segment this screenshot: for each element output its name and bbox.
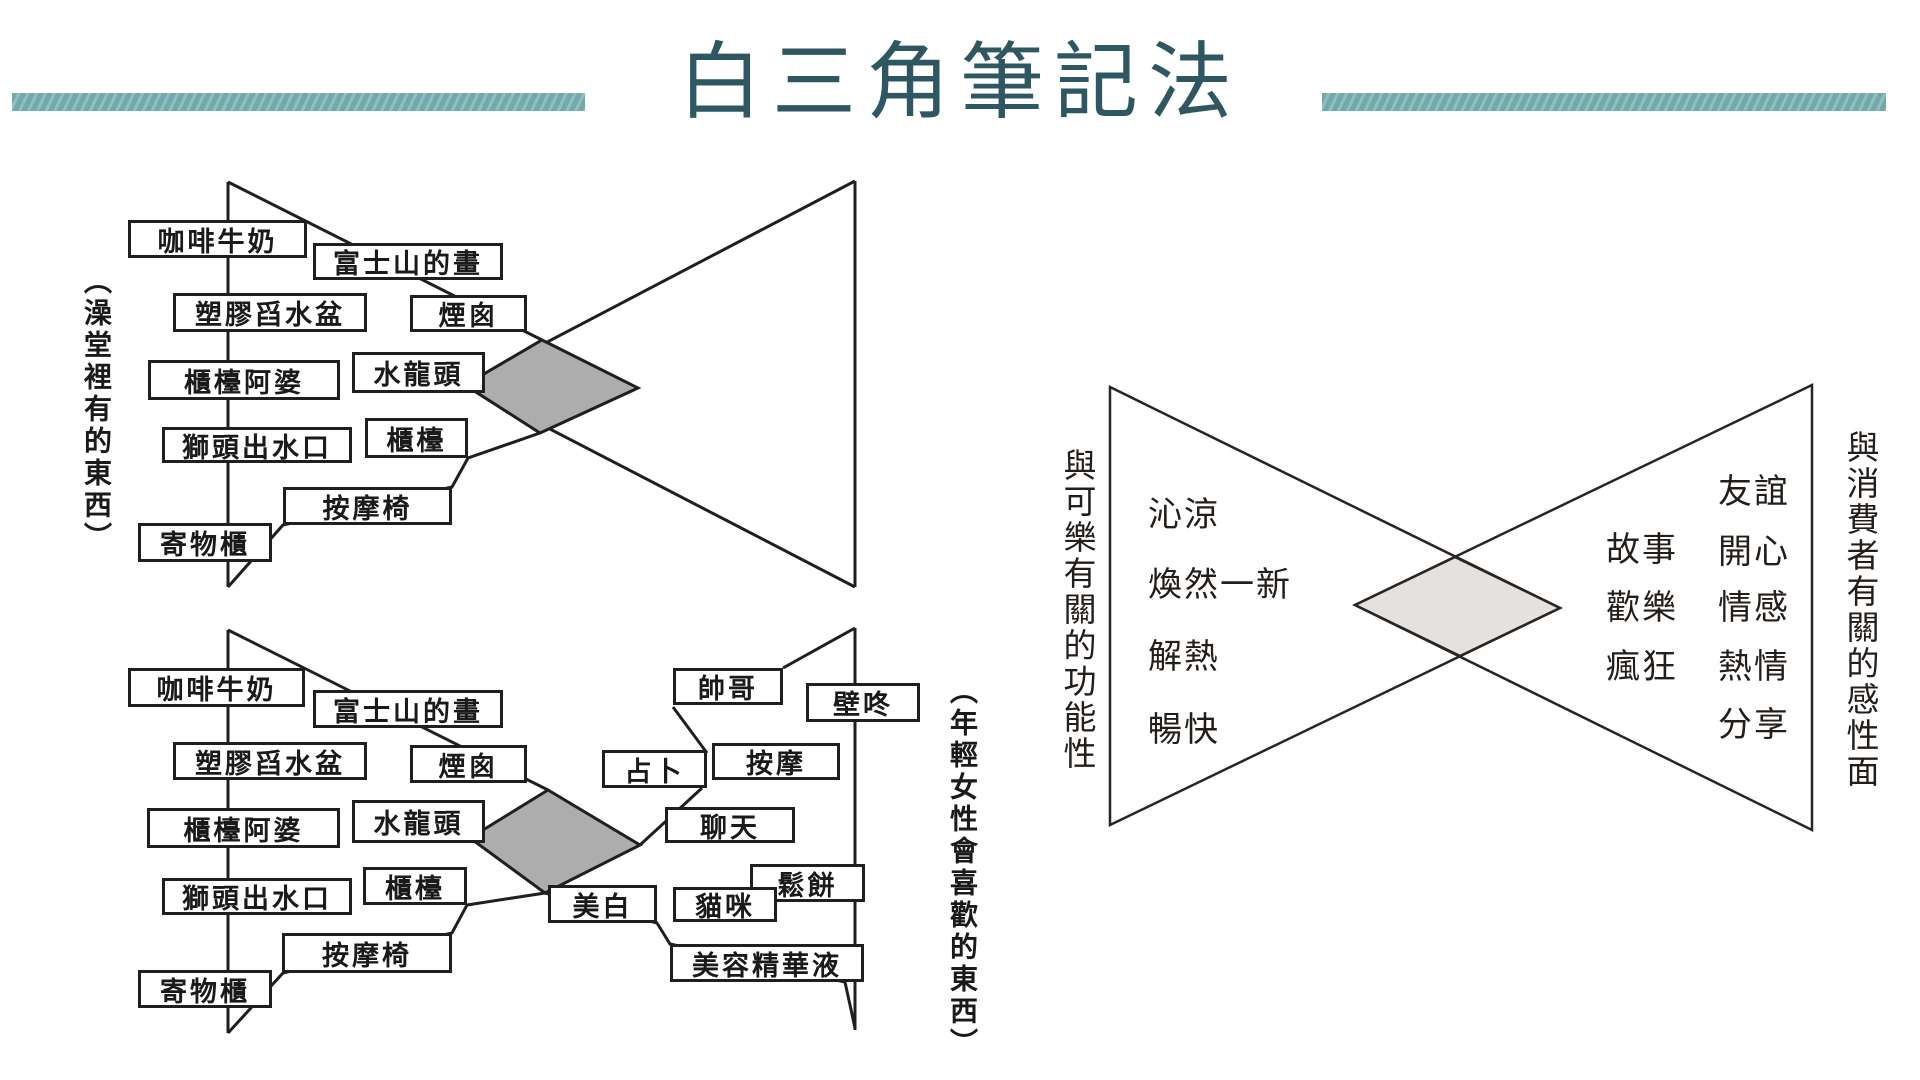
emotional-triangle xyxy=(1352,383,1814,833)
keyword-text: 瘋狂 xyxy=(1606,648,1678,686)
label-box: 按摩 xyxy=(712,743,840,780)
keyword-text: 開心 xyxy=(1718,533,1790,571)
label-box: 櫃檯 xyxy=(365,418,468,458)
label-box: 塑膠舀水盆 xyxy=(173,742,367,780)
keyword-text: 解熱 xyxy=(1148,638,1220,676)
bottom-right-top-edge-a xyxy=(782,626,856,670)
title-accent-bar-right xyxy=(1322,93,1886,111)
label-box: 壁咚 xyxy=(806,683,920,722)
label-box: 帥哥 xyxy=(673,668,783,705)
label-box: 水龍頭 xyxy=(352,352,485,393)
keyword-text: 故事 xyxy=(1606,531,1678,569)
label-box: 美白 xyxy=(548,885,657,923)
keyword-text: 煥然一新 xyxy=(1148,566,1292,604)
label-box: 煙囪 xyxy=(410,745,527,783)
bottom-right-top-edge-b xyxy=(671,706,709,754)
right-overlap-diamond xyxy=(1352,555,1563,658)
keyword-text: 分享 xyxy=(1718,706,1790,744)
keyword-text: 情感 xyxy=(1718,589,1790,627)
keyword-text: 暢快 xyxy=(1148,711,1220,749)
label-box: 咖啡牛奶 xyxy=(128,668,305,707)
right-bowtie-lines xyxy=(1108,383,1814,833)
keyword-text: 歡樂 xyxy=(1606,589,1678,627)
emotional-side-caption: 與消費者有關的感性面 xyxy=(1842,430,1879,790)
bathhouse-side-caption: （澡堂裡有的東西） xyxy=(81,266,112,554)
keyword-text: 沁涼 xyxy=(1148,496,1220,534)
label-box: 寄物櫃 xyxy=(138,523,272,562)
label-box: 煙囪 xyxy=(410,295,527,332)
label-box: 櫃檯 xyxy=(363,867,467,905)
label-box: 美容精華液 xyxy=(670,944,864,982)
label-box: 按摩椅 xyxy=(282,933,452,973)
label-box: 獅頭出水口 xyxy=(162,878,352,915)
page-title: 白三角筆記法 xyxy=(677,35,1242,129)
keyword-text: 熱情 xyxy=(1718,648,1790,686)
functional-triangle xyxy=(1108,384,1563,827)
keyword-text: 友誼 xyxy=(1718,473,1790,511)
label-box: 獅頭出水口 xyxy=(162,427,352,463)
label-box: 貓咪 xyxy=(673,887,777,922)
label-box: 鬆餅 xyxy=(750,864,865,902)
label-box: 占卜 xyxy=(602,750,707,788)
label-box: 富士山的畫 xyxy=(313,243,503,280)
label-box: 按摩椅 xyxy=(283,487,452,525)
label-box: 櫃檯阿婆 xyxy=(148,360,340,400)
label-box: 水龍頭 xyxy=(352,800,485,843)
label-box: 櫃檯阿婆 xyxy=(147,808,340,848)
label-box: 寄物櫃 xyxy=(138,970,272,1008)
top-overlap-diamond xyxy=(462,338,642,435)
title-accent-bar-left xyxy=(12,93,585,111)
label-box: 塑膠舀水盆 xyxy=(173,293,367,332)
young-women-side-caption: （年輕女性會喜歡的東西） xyxy=(947,676,978,1060)
label-box: 咖啡牛奶 xyxy=(128,220,307,258)
functional-side-caption: 與可樂有關的功能性 xyxy=(1059,448,1096,772)
label-box: 聊天 xyxy=(665,807,795,843)
label-box: 富士山的畫 xyxy=(313,690,503,728)
bottom-overlap-diamond xyxy=(467,788,644,895)
